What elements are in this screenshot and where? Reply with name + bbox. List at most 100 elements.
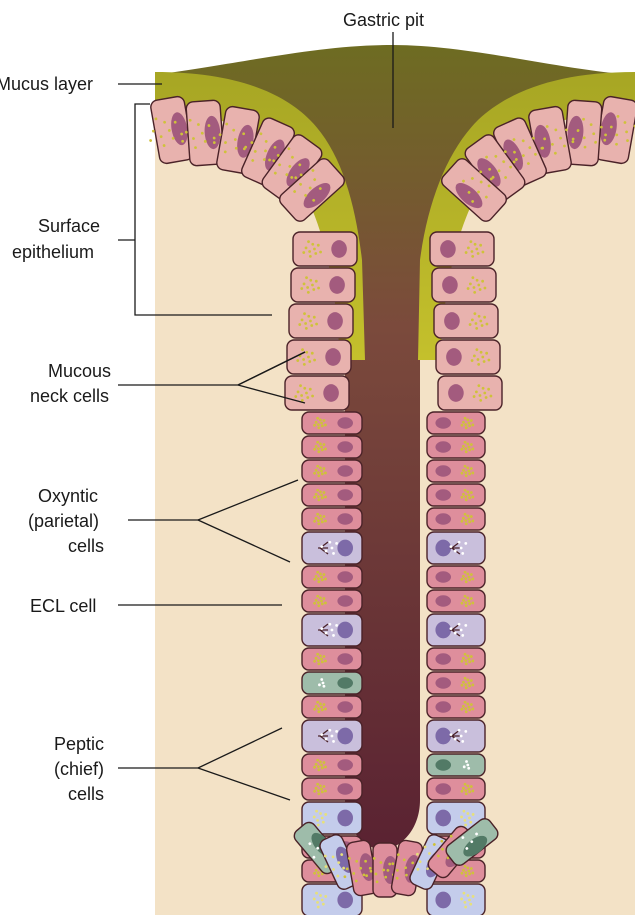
- granule: [471, 707, 475, 711]
- granule: [316, 447, 320, 451]
- granule: [571, 140, 575, 144]
- granule: [324, 601, 327, 605]
- nucleus: [435, 441, 452, 453]
- granule: [464, 251, 468, 254]
- granule: [302, 282, 306, 286]
- granule: [322, 419, 326, 422]
- granule: [320, 763, 323, 767]
- granule: [314, 656, 318, 660]
- granule: [304, 322, 308, 325]
- granule: [411, 861, 415, 865]
- granule: [477, 384, 481, 388]
- granule: [320, 627, 324, 631]
- nucleus: [435, 571, 452, 583]
- granule: [321, 902, 325, 906]
- granule: [468, 578, 472, 582]
- granule: [316, 900, 319, 904]
- granule: [264, 140, 268, 143]
- nucleus: [337, 891, 353, 909]
- surface-cell-body: [437, 375, 503, 411]
- granule: [464, 905, 468, 909]
- granule: [462, 179, 465, 183]
- granule: [313, 789, 316, 793]
- granule: [312, 897, 316, 901]
- nucleus: [435, 653, 452, 665]
- granule: [314, 786, 318, 790]
- granule: [468, 424, 472, 428]
- granule: [312, 315, 316, 319]
- granule: [488, 167, 492, 171]
- granule: [278, 163, 282, 167]
- granule: [305, 350, 309, 354]
- granule: [468, 898, 471, 902]
- granule: [314, 279, 318, 283]
- granule: [480, 324, 484, 327]
- granule: [319, 812, 322, 815]
- granule: [465, 760, 468, 763]
- granule: [468, 448, 472, 452]
- granule: [481, 279, 485, 283]
- granule: [299, 182, 302, 186]
- granule: [436, 854, 440, 858]
- granule: [184, 130, 188, 134]
- granule: [467, 599, 471, 603]
- granule: [316, 782, 320, 786]
- granule: [203, 140, 207, 143]
- granule: [315, 809, 318, 813]
- nucleus: [325, 348, 341, 366]
- granule: [466, 866, 470, 870]
- granule: [487, 387, 491, 391]
- granule: [192, 137, 195, 140]
- granule: [467, 705, 471, 709]
- granule: [462, 704, 465, 708]
- granule: [477, 190, 480, 194]
- granule: [463, 676, 467, 680]
- peptic-leader-a: [197, 727, 283, 769]
- granule: [259, 132, 263, 136]
- granule: [459, 546, 463, 550]
- granule: [464, 580, 468, 584]
- granule: [466, 442, 470, 446]
- granule: [324, 865, 328, 869]
- granule: [464, 541, 468, 545]
- granule: [460, 471, 464, 475]
- granule: [475, 832, 478, 836]
- granule: [315, 891, 318, 895]
- granule: [526, 162, 530, 165]
- granule: [464, 426, 468, 430]
- granule: [449, 834, 453, 838]
- granule: [300, 399, 304, 402]
- parietal-cell: [301, 613, 363, 647]
- granule: [324, 737, 328, 741]
- granule: [335, 623, 338, 627]
- neck-cell: [426, 589, 486, 613]
- surface-cell-body: [292, 231, 358, 267]
- granule: [534, 152, 537, 156]
- surface-cell: [288, 303, 354, 339]
- surface-cell: [429, 231, 495, 267]
- nucleus: [337, 465, 353, 477]
- granule: [471, 871, 475, 875]
- surface-epithelium-label-2: epithelium: [12, 242, 94, 262]
- nucleus: [204, 115, 221, 150]
- neck-cell: [426, 647, 486, 671]
- granule: [273, 171, 277, 175]
- mucous-neck-cells-leader-b: [237, 384, 306, 404]
- granule: [589, 123, 593, 127]
- granule: [457, 540, 461, 544]
- granule: [462, 786, 465, 790]
- granule: [316, 823, 320, 827]
- granule: [318, 466, 322, 470]
- nucleus: [435, 891, 452, 909]
- granule: [347, 857, 351, 860]
- surface-cell: [563, 99, 607, 167]
- granule: [461, 836, 465, 839]
- granule: [316, 423, 320, 427]
- granule: [405, 873, 408, 877]
- granule: [316, 519, 320, 523]
- granule: [322, 761, 326, 764]
- granule: [453, 549, 457, 553]
- nucleus: [435, 809, 452, 827]
- granule: [321, 820, 325, 824]
- granule: [324, 423, 327, 427]
